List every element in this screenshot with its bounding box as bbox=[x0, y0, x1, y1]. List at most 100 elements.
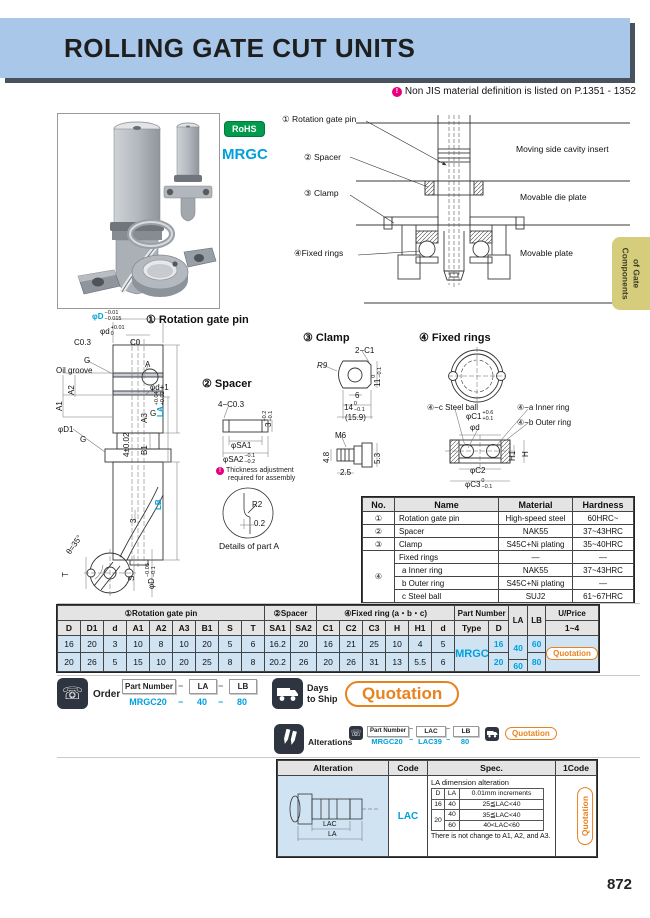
material-col-hardness: Hardness bbox=[572, 497, 634, 512]
order-example-lb: 80 bbox=[236, 697, 247, 707]
dim-label: G bbox=[84, 356, 91, 365]
part-number-type: MRGC bbox=[454, 635, 490, 672]
dim-label: φd bbox=[470, 423, 480, 432]
dim-label: G bbox=[150, 409, 157, 418]
side-tab-components-of-gate[interactable]: Components of Gate bbox=[612, 237, 650, 310]
dim-label: A2 bbox=[67, 385, 76, 395]
product-photo-image bbox=[77, 121, 217, 297]
alterations-table-header: Alteration Code Spec. 1Code bbox=[277, 760, 597, 776]
dim-label: LB bbox=[154, 499, 163, 510]
alteration-onecode: Quotation bbox=[555, 775, 597, 857]
dim-label: T bbox=[61, 572, 70, 577]
alterations-example-lac: LAC39 bbox=[418, 737, 442, 746]
dim-label: required for assembly bbox=[228, 475, 296, 482]
dim-label: 2.5 bbox=[340, 468, 352, 477]
alterations-row: LAC LA LAC LA dimension alteration D LA … bbox=[277, 775, 597, 857]
plate-label: Movable plate bbox=[520, 248, 573, 258]
dimension-table: ①Rotation gate pin ②Spacer ④Fixed ring (… bbox=[56, 604, 600, 673]
caution-icon: ! bbox=[391, 86, 402, 97]
dim-label: ④−c Steel ball bbox=[427, 403, 478, 412]
section-divider bbox=[57, 757, 640, 758]
section-divider bbox=[57, 675, 640, 676]
drawing-title-spacer: ② Spacer bbox=[202, 378, 252, 390]
part-number-box: Part Number bbox=[367, 726, 409, 737]
spec-note: There is not change to A1, A2, and A3. bbox=[431, 833, 551, 840]
dash: − bbox=[178, 681, 184, 691]
assembly-diagram-drawing bbox=[349, 115, 630, 304]
alterations-example-lb: 80 bbox=[460, 737, 470, 746]
alteration-code: LAC bbox=[388, 775, 428, 857]
dim-label: 3 bbox=[129, 518, 138, 523]
dim-label: φC2 bbox=[470, 466, 486, 475]
spec-title: LA dimension alteration bbox=[431, 778, 509, 787]
dim-label: 4.8 bbox=[322, 451, 331, 463]
callout-fixed-rings: ④Fixed rings bbox=[294, 248, 344, 258]
series-code: MRGC bbox=[222, 146, 268, 163]
dim-label: ④−b Outer ring bbox=[517, 418, 572, 427]
drawing-title-fixed-rings: ④ Fixed rings bbox=[419, 332, 491, 344]
non-jis-note-text: Non JIS material definition is listed on… bbox=[404, 86, 636, 97]
dim-label: φD−0.05−0.1 bbox=[145, 563, 157, 589]
alterations-example-part: MRGC20 bbox=[371, 737, 403, 746]
alteration-dim-la: LA bbox=[328, 831, 337, 838]
lb-option: 80 bbox=[527, 652, 547, 672]
dim-label: φC1+0.6+0.1 bbox=[466, 410, 494, 422]
drill-icon bbox=[274, 724, 304, 754]
lb-option: 60 bbox=[527, 634, 547, 654]
dash: − bbox=[218, 681, 224, 691]
material-col-name: Name bbox=[394, 497, 499, 512]
dim-label: R2 bbox=[252, 500, 263, 509]
order-label: Order bbox=[93, 689, 121, 700]
part-number-d: 20 bbox=[488, 652, 510, 672]
dim-label: S bbox=[127, 575, 136, 581]
dim-label: Thickness adjustment bbox=[226, 467, 294, 474]
quotation-badge-large: Quotation bbox=[345, 681, 460, 707]
dash: − bbox=[409, 726, 414, 733]
truck-icon bbox=[272, 678, 303, 709]
alterations-label: Alterations bbox=[308, 737, 353, 747]
material-col-no: No. bbox=[362, 497, 395, 512]
dim-label: G bbox=[80, 435, 87, 444]
order-example-part: MRGC20 bbox=[129, 697, 167, 707]
lb-box: LB bbox=[453, 726, 479, 737]
dim-label: A1 bbox=[55, 401, 64, 411]
quotation-badge: Quotation bbox=[505, 727, 557, 740]
dim-label: B1 bbox=[140, 445, 149, 455]
material-col-material: Material bbox=[498, 497, 573, 512]
la-options: 40 60 bbox=[508, 635, 529, 672]
dash: − bbox=[409, 737, 414, 744]
quotation-badge-vertical: Quotation bbox=[577, 786, 594, 846]
dim-label: C0.3 bbox=[74, 338, 91, 347]
dash: − bbox=[446, 737, 451, 744]
dim-label: Details of part A bbox=[219, 541, 280, 551]
dim-label: 5.3 bbox=[373, 452, 382, 464]
dash: − bbox=[446, 726, 451, 733]
dim-label: A3 bbox=[140, 413, 149, 423]
dim-label: M6 bbox=[335, 431, 347, 440]
dim-label: 3+0.2+0.1 bbox=[262, 410, 274, 427]
drawing-title-clamp: ③ Clamp bbox=[303, 332, 350, 344]
dim-label: Oil groove bbox=[56, 366, 93, 375]
dim-label: φd+1 bbox=[150, 383, 169, 392]
truck-icon bbox=[485, 727, 499, 741]
quotation-badge: Quotation bbox=[546, 647, 598, 660]
part-number-d: 16 bbox=[488, 634, 510, 654]
dim-label: φSA1 bbox=[231, 441, 252, 450]
lb-box: LB bbox=[229, 679, 257, 694]
phone-icon: ☏ bbox=[349, 726, 363, 740]
page-title: ROLLING GATE CUT UNITS bbox=[64, 32, 416, 63]
